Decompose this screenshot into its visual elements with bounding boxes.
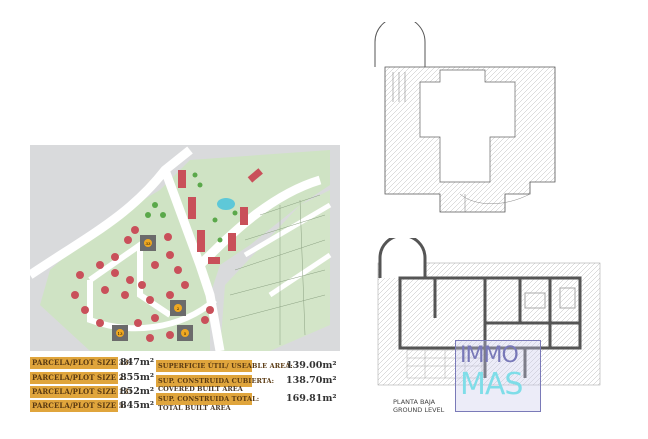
roof-plan <box>374 22 556 213</box>
plot-value: 847m² <box>120 357 155 368</box>
plot-value: 845m² <box>120 400 155 411</box>
plot-label: PARCELA/PLOT SIZE 5: <box>30 400 127 412</box>
plot-label: PARCELA/PLOT SIZE 13: <box>30 386 132 398</box>
plan-label-en: GROUND LEVEL <box>393 406 445 414</box>
plot-marker-5: 5 <box>184 331 187 336</box>
plot-label: PARCELA/PLOT SIZE 2: <box>30 372 127 384</box>
plot-marker-13: 13 <box>117 331 123 336</box>
area-value: 169.81m² <box>286 393 337 404</box>
plot-marker-33: 33 <box>145 241 151 246</box>
pool <box>217 198 235 210</box>
plot-value: 855m² <box>120 372 155 383</box>
area-sublabel: TOTAL BUILT AREA <box>158 404 231 412</box>
plot-value: 852m² <box>120 386 155 397</box>
ground-floor-plan <box>377 238 601 386</box>
area-value: 139.00m² <box>286 360 337 371</box>
watermark-logo: IMMO MAS <box>455 340 541 412</box>
selected-plots: 33 2 13 5 <box>112 235 193 341</box>
houses <box>71 168 263 342</box>
plot-label: PARCELA/PLOT SIZE 33: <box>30 357 132 369</box>
site-map: 33 2 13 5 <box>30 145 340 351</box>
area-label: SUP. CONSTRUIDA TOTAL: <box>156 393 260 405</box>
area-value: 138.70m² <box>286 375 337 386</box>
watermark-line2: MAS <box>460 367 523 402</box>
area-label: SUPERFICIE ÚTIL/ USEABLE AREA: <box>156 360 293 372</box>
area-sublabel: COVERED BUILT AREA <box>158 385 243 393</box>
area-label: SUP. CONSTRUIDA CUBIERTA: <box>156 375 275 387</box>
plot-marker-2: 2 <box>177 306 180 311</box>
watermark-line1: IMMO <box>460 343 519 368</box>
plan-label-es: PLANTA BAJA <box>393 398 436 406</box>
